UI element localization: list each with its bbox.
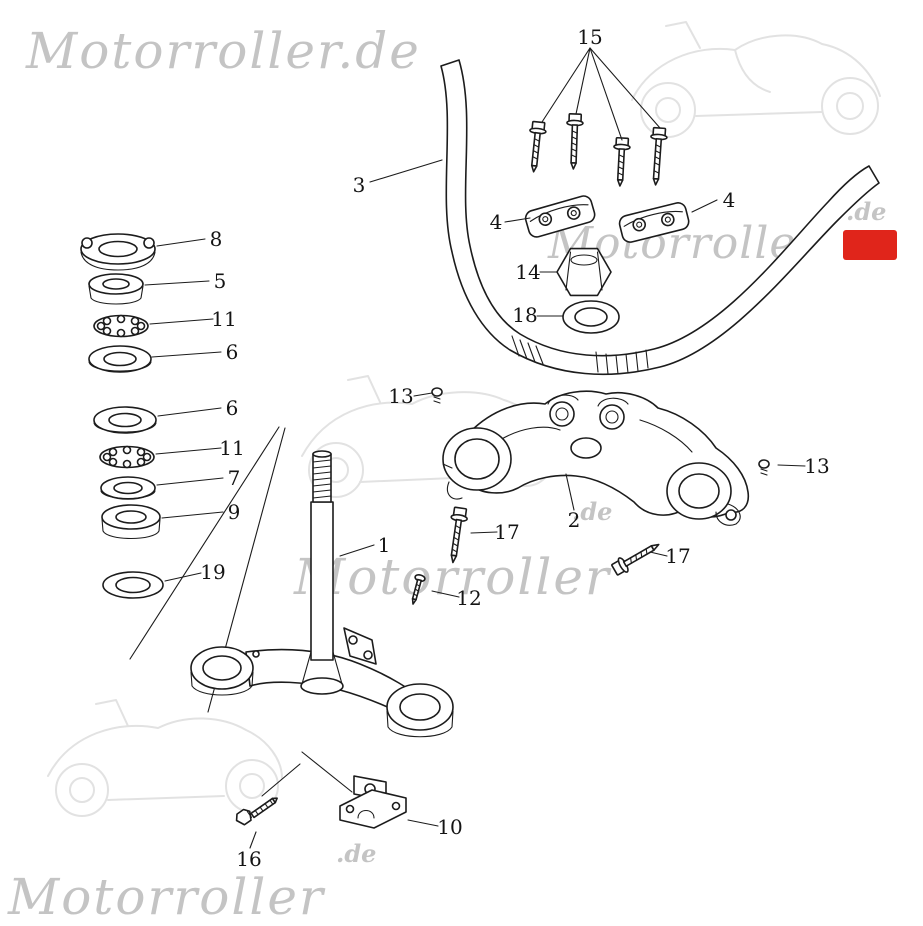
part-label-6-upper: 6 bbox=[226, 340, 239, 364]
part-label-4-left: 4 bbox=[490, 210, 503, 234]
part-stem-nut-8 bbox=[80, 233, 156, 271]
part-label-7: 7 bbox=[228, 466, 241, 490]
part-ball-ring-11-upper bbox=[93, 314, 149, 338]
part-label-6-lower: 6 bbox=[226, 396, 239, 420]
part-bearing-race-6-lower bbox=[93, 406, 157, 434]
part-label-9: 9 bbox=[228, 500, 241, 524]
part-label-11-upper: 11 bbox=[211, 307, 236, 331]
lower-clamp-left-ring bbox=[190, 646, 260, 696]
part-upper-triple-clamp-2 bbox=[442, 390, 750, 526]
part-bearing-race-6-upper bbox=[88, 345, 152, 373]
part-ball-ring-11-lower bbox=[99, 445, 155, 469]
part-screw-13-left bbox=[431, 387, 443, 404]
part-handlebar bbox=[440, 59, 880, 376]
part-washer-18 bbox=[562, 300, 620, 334]
part-label-12: 12 bbox=[456, 586, 481, 610]
part-screws-15 bbox=[529, 113, 668, 187]
part-bracket-10 bbox=[339, 775, 407, 829]
watermark-bottom-de: .de bbox=[336, 839, 376, 868]
part-screw-17-right bbox=[611, 543, 660, 576]
part-label-11-lower: 11 bbox=[219, 436, 244, 460]
part-bearing-race-7 bbox=[100, 476, 156, 500]
red-de-badge bbox=[843, 230, 897, 260]
watermark-bottom: Motorroller bbox=[7, 868, 326, 926]
part-label-17-left: 17 bbox=[494, 520, 519, 544]
leader-lines bbox=[144, 47, 806, 849]
lower-clamp-right-ring bbox=[386, 683, 454, 738]
diagram-art bbox=[80, 47, 880, 849]
watermark-top-left: Motorroller.de bbox=[25, 22, 421, 80]
part-label-19: 19 bbox=[200, 560, 225, 584]
part-label-2: 2 bbox=[568, 508, 581, 532]
part-label-14: 14 bbox=[515, 260, 540, 284]
scooter-sketch-bottom-left-icon bbox=[47, 699, 283, 817]
handlebar-knurling bbox=[511, 335, 649, 375]
part-screw-12 bbox=[411, 574, 426, 605]
part-dust-cover-5 bbox=[88, 273, 144, 305]
part-nut-14 bbox=[556, 247, 612, 297]
part-label-13-left: 13 bbox=[388, 384, 413, 408]
part-label-3: 3 bbox=[353, 173, 366, 197]
part-label-4-right: 4 bbox=[723, 188, 736, 212]
part-label-16: 16 bbox=[236, 847, 261, 871]
part-label-1: 1 bbox=[378, 533, 391, 557]
part-label-15: 15 bbox=[577, 25, 602, 49]
scooter-sketch-top-right-icon bbox=[631, 21, 881, 138]
part-labels: 15 3 4 4 14 18 8 5 11 6 6 11 7 9 19 1 13… bbox=[200, 25, 829, 871]
part-bolt-16 bbox=[235, 797, 278, 826]
part-screw-13-right bbox=[758, 459, 770, 476]
part-label-17-right: 17 bbox=[665, 544, 690, 568]
part-clamp-right bbox=[618, 202, 690, 243]
part-steering-stem-1 bbox=[190, 450, 454, 738]
part-screw-17-left bbox=[450, 506, 468, 564]
part-bearing-cup-9 bbox=[101, 504, 161, 539]
part-label-8: 8 bbox=[210, 227, 223, 251]
part-label-5: 5 bbox=[214, 269, 227, 293]
part-clamp-left bbox=[524, 195, 596, 238]
part-label-13-right: 13 bbox=[804, 454, 829, 478]
part-label-10: 10 bbox=[437, 815, 462, 839]
part-label-18: 18 bbox=[512, 303, 537, 327]
part-washer-19 bbox=[102, 571, 164, 599]
watermark-center-de: .de bbox=[572, 497, 612, 526]
